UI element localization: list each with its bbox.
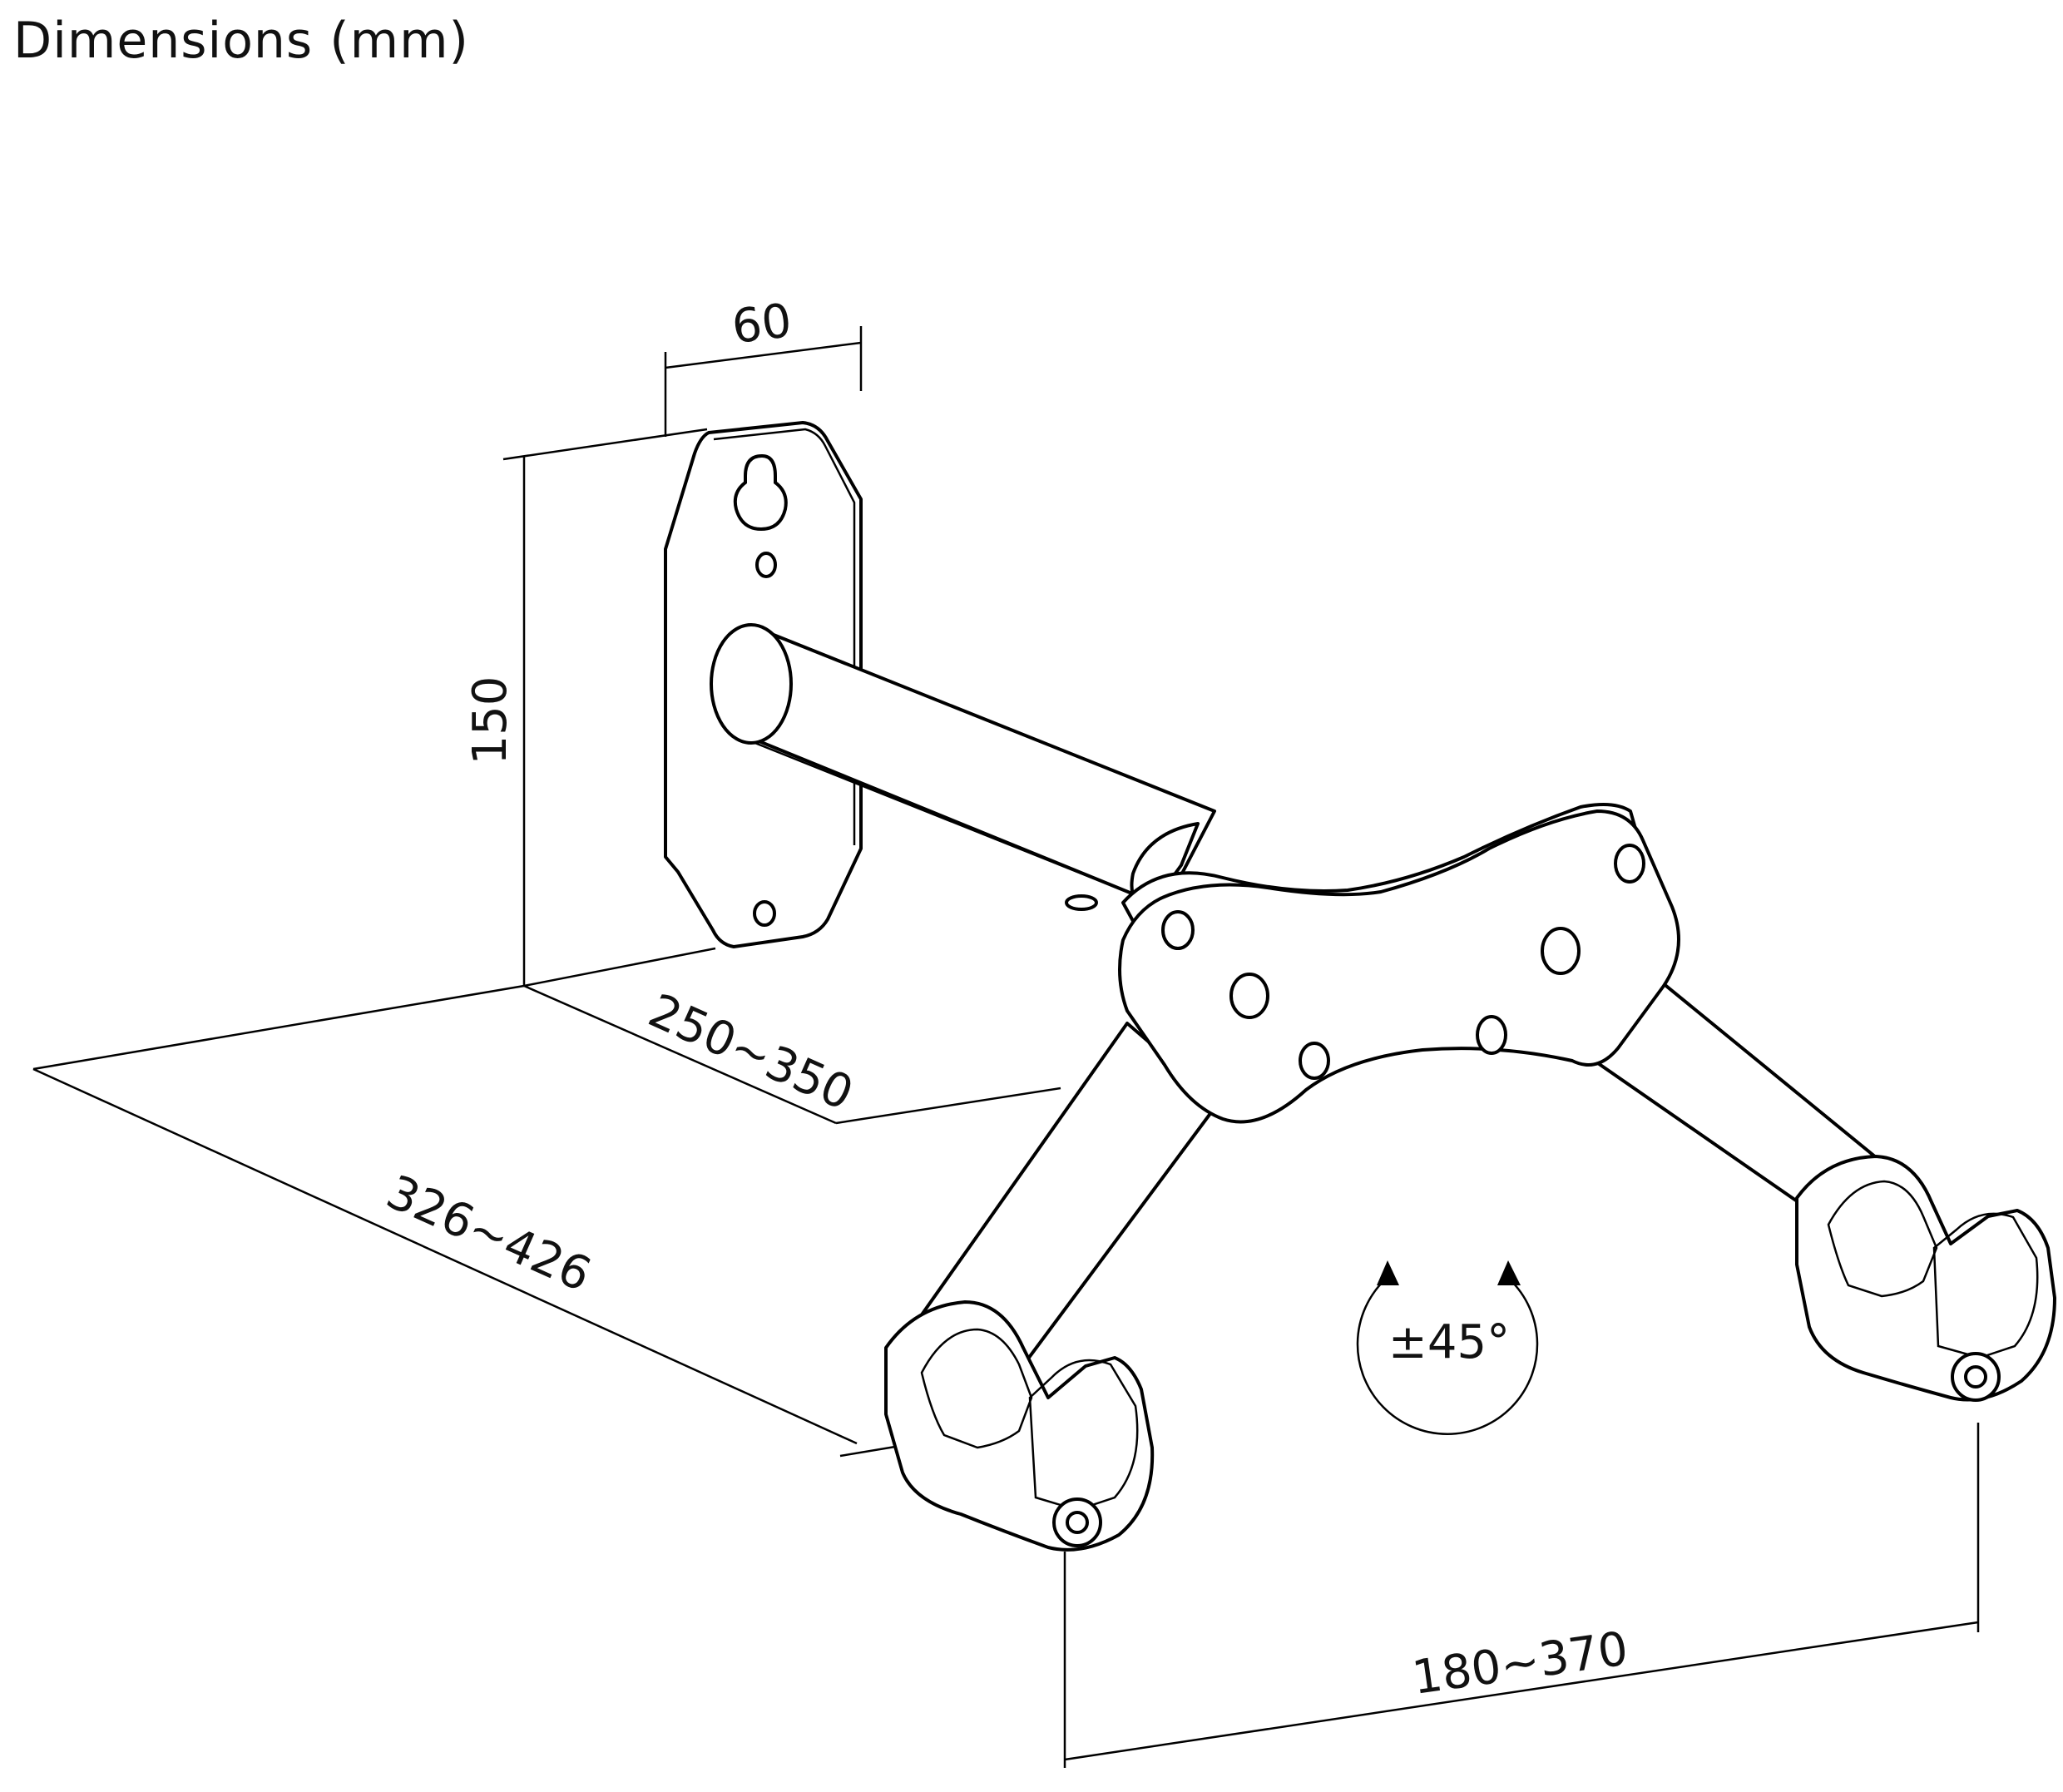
plate-width-label: 60 — [729, 294, 794, 354]
rotation-indicator — [1356, 1260, 1539, 1435]
left-wheel-cradle — [884, 1300, 1155, 1552]
cradle-spacing-label: 180~370 — [1409, 1621, 1631, 1705]
diagram-title: Dimensions (mm) — [13, 12, 469, 70]
rotation-label: ±45° — [1388, 1315, 1510, 1369]
total-depth-label: 326~426 — [378, 1165, 599, 1302]
right-wheel-cradle — [1795, 1155, 2056, 1402]
plate-height-label: 150 — [463, 676, 517, 765]
